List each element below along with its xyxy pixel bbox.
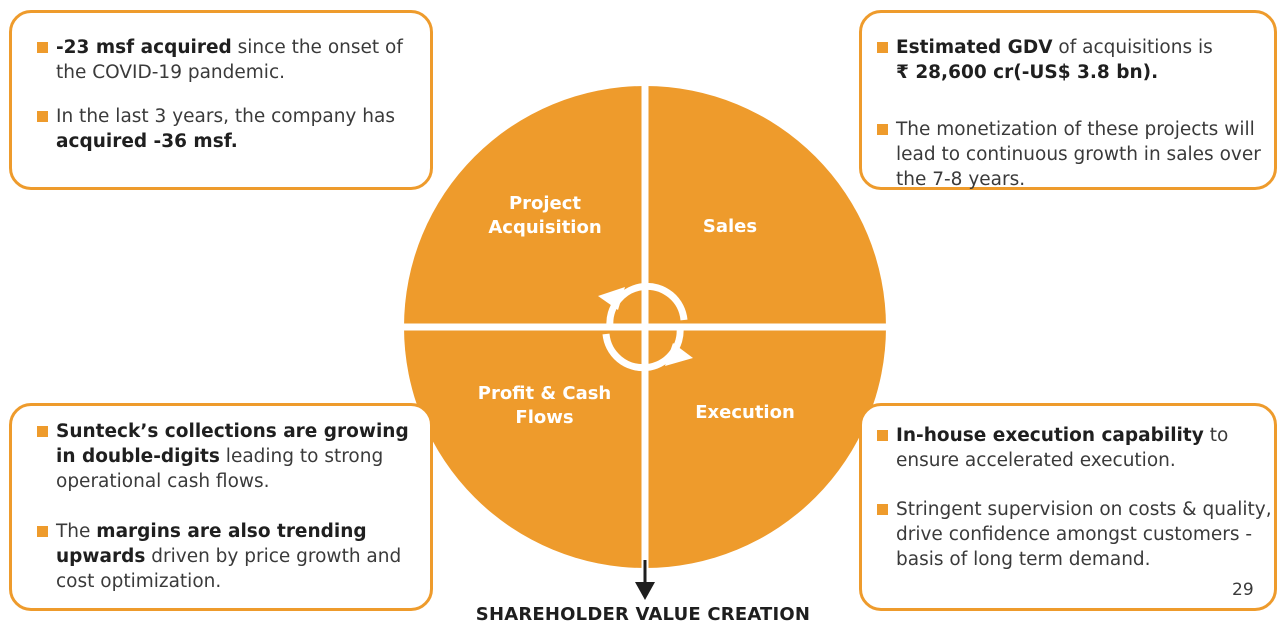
- bullet-bold: Estimated GDV: [896, 37, 1053, 58]
- bullet-text: The: [56, 521, 97, 542]
- bullet-square-icon: [877, 430, 888, 441]
- bullet-square-icon: [37, 42, 48, 53]
- bullet-text: In the last 3 years, the company has: [56, 106, 395, 127]
- down-arrow-icon: [635, 582, 655, 600]
- bullet-square-icon: [37, 111, 48, 122]
- bullet-text: since the onset of the COVID-19 pandemic…: [56, 37, 403, 83]
- bullet-item: Sunteck’s collections are growing in dou…: [37, 419, 422, 494]
- info-box-cash-flows: Sunteck’s collections are growing in dou…: [9, 403, 433, 611]
- footer-title: SHAREHOLDER VALUE CREATION: [475, 604, 811, 625]
- bullet-text: driven by price growth and cost optimiza…: [56, 546, 402, 592]
- bullet-square-icon: [877, 504, 888, 515]
- info-box-execution: In-house execution capability to ensure …: [859, 403, 1277, 611]
- bullet-square-icon: [37, 526, 48, 537]
- bullet-item: In the last 3 years, the company has acq…: [37, 104, 417, 154]
- info-box-acquisition: -23 msf acquired since the onset of the …: [9, 10, 433, 190]
- segment-execution: Execution: [695, 402, 795, 423]
- bullet-bold: In-house execution capability: [896, 425, 1204, 446]
- segment-project-acquisition: Project Acquisition: [470, 192, 620, 240]
- info-box-sales: Estimated GDV of acquisitions is ₹ 28,600…: [859, 10, 1277, 190]
- segment-label: Flows: [515, 407, 574, 428]
- bullet-bold: acquired -36 msf.: [56, 131, 238, 152]
- bullet-text: to ensure accelerated execution.: [896, 425, 1229, 471]
- bullet-text: The monetization of these projects will …: [896, 119, 1261, 190]
- bullet-item: -23 msf acquired since the onset of the …: [37, 35, 417, 85]
- bullet-square-icon: [877, 42, 888, 53]
- bullet-item: Stringent supervision on costs & quality…: [877, 497, 1272, 572]
- bullet-bold: ₹ 28,600 cr(-US$ 3.8 bn).: [896, 62, 1159, 83]
- bullet-text: of acquisitions is: [1052, 37, 1213, 58]
- bullet-bold: margins are also trending upwards: [56, 521, 367, 567]
- bullet-item: Estimated GDV of acquisitions is ₹ 28,600…: [877, 35, 1272, 85]
- page-number: 29: [1232, 580, 1254, 600]
- segment-label: Profit & Cash: [477, 383, 612, 404]
- segment-label: Acquisition: [488, 217, 602, 238]
- bullet-text: Stringent supervision on costs & quality…: [896, 499, 1272, 570]
- cycle-arrows-icon: [598, 282, 693, 372]
- segment-label: Project: [508, 193, 582, 214]
- bullet-item: In-house execution capability to ensure …: [877, 423, 1272, 473]
- bullet-bold: -23 msf acquired: [56, 37, 232, 58]
- bullet-text: leading to strong operational cash flows…: [56, 446, 384, 492]
- bullet-bold: Sunteck’s collections are growing in dou…: [56, 421, 409, 467]
- bullet-item: The margins are also trending upwards dr…: [37, 519, 422, 594]
- bullet-square-icon: [37, 426, 48, 437]
- bullet-square-icon: [877, 124, 888, 135]
- bullet-item: The monetization of these projects will …: [877, 117, 1272, 192]
- segment-sales: Sales: [702, 216, 758, 237]
- segment-profit-cash-flows: Profit & Cash Flows: [462, 382, 627, 430]
